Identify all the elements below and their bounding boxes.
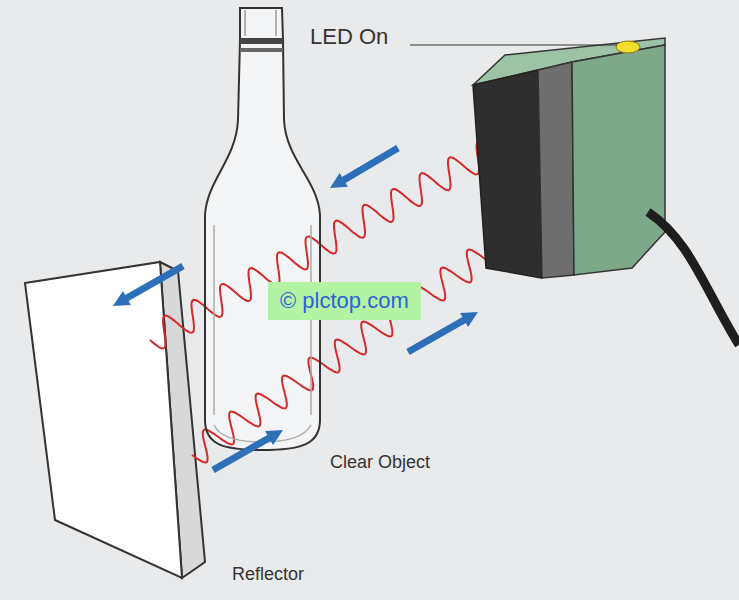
sensor-front — [473, 70, 542, 278]
bottle-glass — [205, 8, 320, 450]
bottle-highlight — [214, 225, 311, 415]
watermark: © plctop.com — [268, 282, 421, 320]
leader-line — [410, 44, 617, 45]
light-beam — [192, 230, 524, 462]
direction-arrow — [330, 145, 400, 188]
sensor-housing — [572, 45, 665, 275]
direction-arrow — [113, 263, 185, 306]
reflector-label: Reflector — [232, 564, 304, 585]
led-label: LED On — [310, 24, 388, 50]
bottle-outline — [205, 8, 320, 450]
sensor-bezel — [538, 62, 574, 278]
led-indicator — [616, 41, 640, 53]
reflector-face — [25, 262, 182, 578]
bottle-highlight — [245, 10, 276, 36]
object-label: Clear Object — [330, 452, 430, 473]
direction-arrow — [211, 430, 283, 473]
bottle-ring — [240, 38, 283, 44]
direction-arrows — [113, 145, 478, 473]
bottle-ring — [240, 48, 283, 52]
sensor-cable — [648, 212, 739, 345]
